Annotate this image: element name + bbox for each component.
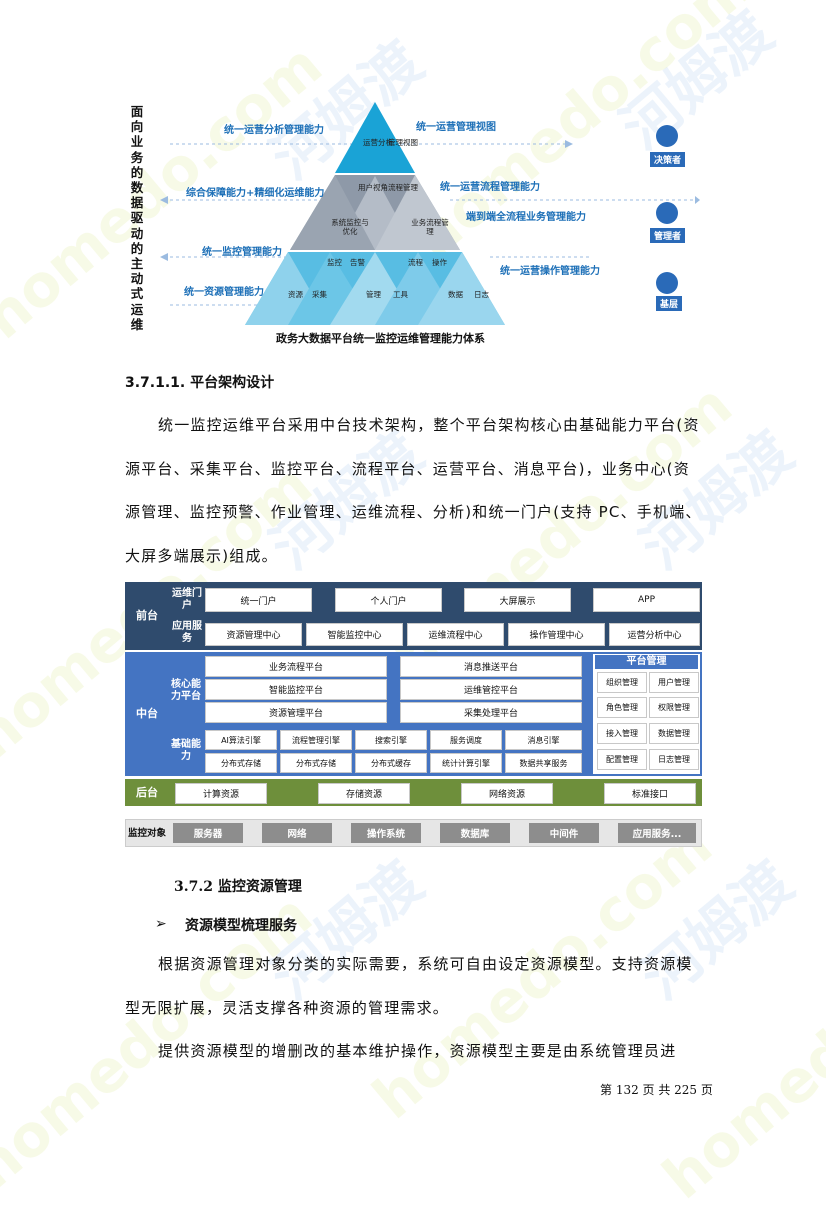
platform-item: 角色管理 <box>597 697 647 718</box>
platform-item: 配置管理 <box>597 749 647 770</box>
bullet-heading: 资源模型梳理服务 <box>185 918 297 934</box>
core-item: 智能监控平台 <box>205 679 387 700</box>
base-item: 消息引擎 <box>505 730 582 750</box>
layer-label-back: 后台 <box>125 779 169 806</box>
bullet-arrow-icon: ➢ <box>155 916 167 932</box>
capability-label: 统一运营流程管理能力 <box>440 182 540 193</box>
platform-item: 权限管理 <box>649 697 699 718</box>
platform-item: 数据管理 <box>649 723 699 744</box>
pyramid-cell: 采集 <box>312 290 327 299</box>
pyramid-cell: 业务流程管理 <box>411 218 449 236</box>
base-item: 流程管理引擎 <box>280 730 352 750</box>
decision-maker-icon <box>656 125 678 147</box>
row-label: 应用服务 <box>171 618 203 648</box>
target-item: 应用服务... <box>618 823 696 843</box>
app-item: 资源管理中心 <box>205 623 302 646</box>
base-item: 分布式存储 <box>205 753 277 773</box>
pyramid-cell: 告警 <box>350 258 365 267</box>
app-item: 操作管理中心 <box>508 623 605 646</box>
base-item: 服务调度 <box>430 730 502 750</box>
pyramid-cell: 运营分析 <box>363 138 393 147</box>
app-item: 智能监控中心 <box>306 623 403 646</box>
body-paragraph: 统一监控运维平台采用中台技术架构，整个平台架构核心由基础能力平台(资源平台、采集… <box>125 416 702 565</box>
role-badge: 基层 <box>656 296 683 311</box>
core-item: 资源管理平台 <box>205 702 387 723</box>
platform-item: 组织管理 <box>597 672 647 693</box>
section-heading: 3.7.2 监控资源管理 <box>174 879 302 895</box>
pyramid-cell: 资源 <box>288 290 303 299</box>
base-item: 搜索引擎 <box>355 730 427 750</box>
capability-label: 统一资源管理能力 <box>184 287 264 298</box>
target-item: 操作系统 <box>351 823 421 843</box>
platform-title: 平台管理 <box>595 655 698 669</box>
base-item: 分布式缓存 <box>355 753 427 773</box>
pyramid-cell: 用户视角 <box>358 183 388 192</box>
capability-label: 统一运营分析管理能力 <box>224 125 324 136</box>
capability-label: 统一运营操作管理能力 <box>500 266 600 277</box>
portal-item: 大屏展示 <box>464 588 571 612</box>
base-item: 统计计算引擎 <box>430 753 502 773</box>
app-item: 运维流程中心 <box>407 623 504 646</box>
base-item: 数据共享服务 <box>505 753 582 773</box>
layer-label-middle: 中台 <box>125 652 169 776</box>
target-item: 中间件 <box>529 823 599 843</box>
role-badge: 管理者 <box>650 228 686 243</box>
section-heading: 3.7.1.1. 平台架构设计 <box>125 375 275 391</box>
base-item: AI算法引擎 <box>205 730 277 750</box>
core-item: 采集处理平台 <box>400 702 582 723</box>
pyramid-cell: 系统监控与优化 <box>331 218 369 236</box>
core-item: 运维管控平台 <box>400 679 582 700</box>
pyramid-diagram <box>160 102 700 325</box>
pyramid-cell: 操作 <box>432 258 447 267</box>
capability-label: 统一运营管理视图 <box>416 122 496 133</box>
pyramid-cell: 流程 <box>408 258 423 267</box>
capability-label: 综合保障能力+精细化运维能力 <box>186 188 325 199</box>
pyramid-cell: 监控 <box>327 258 342 267</box>
portal-item: 个人门户 <box>335 588 442 612</box>
layer-label-front: 前台 <box>125 582 169 650</box>
figure-vertical-title: 面向业务的数据驱动的主动式运维 <box>130 104 144 332</box>
target-item: 服务器 <box>173 823 243 843</box>
target-item: 数据库 <box>440 823 510 843</box>
core-item: 业务流程平台 <box>205 656 387 677</box>
backend-item: 标准接口 <box>604 783 696 804</box>
pyramid-cell: 管理视图 <box>388 138 418 147</box>
figure-caption: 政务大数据平台统一监控运维管理能力体系 <box>276 332 485 345</box>
pyramid-cell: 管理 <box>366 290 381 299</box>
backend-item: 存储资源 <box>318 783 410 804</box>
target-item: 网络 <box>262 823 332 843</box>
pyramid-cell: 日志 <box>474 290 489 299</box>
pyramid-cell: 数据 <box>448 290 463 299</box>
layer-label-targets: 监控对象 <box>127 827 166 839</box>
backend-item: 网络资源 <box>461 783 553 804</box>
row-label: 核心能力平台 <box>171 656 201 726</box>
platform-item: 接入管理 <box>597 723 647 744</box>
staff-icon <box>656 272 678 294</box>
platform-item: 用户管理 <box>649 672 699 693</box>
body-paragraph: 根据资源管理对象分类的实际需要，系统可自由设定资源模型。支持资源模型无限扩展，灵… <box>125 955 693 1017</box>
pyramid-cell: 工具 <box>393 290 408 299</box>
platform-item: 日志管理 <box>649 749 699 770</box>
base-item: 分布式存储 <box>280 753 352 773</box>
backend-item: 计算资源 <box>175 783 267 804</box>
pyramid-cell: 流程管理 <box>388 183 418 192</box>
app-item: 运营分析中心 <box>609 623 700 646</box>
row-label: 运维门户 <box>171 585 203 615</box>
row-label: 基础能力 <box>171 730 201 772</box>
capability-label: 端到端全流程业务管理能力 <box>466 212 586 223</box>
portal-item: APP <box>593 588 700 612</box>
manager-icon <box>656 202 678 224</box>
capability-label: 统一监控管理能力 <box>202 247 282 258</box>
portal-item: 统一门户 <box>205 588 312 612</box>
body-paragraph: 提供资源模型的增删改的基本维护操作，资源模型主要是由系统管理员进 <box>158 1042 677 1060</box>
architecture-diagram: 前台 运维门户 统一门户 个人门户 大屏展示 APP 应用服务 资源管理中心 智… <box>125 582 702 847</box>
role-badge: 决策者 <box>650 152 686 167</box>
page-number: 第 132 页 共 225 页 <box>600 1083 713 1097</box>
core-item: 消息推送平台 <box>400 656 582 677</box>
